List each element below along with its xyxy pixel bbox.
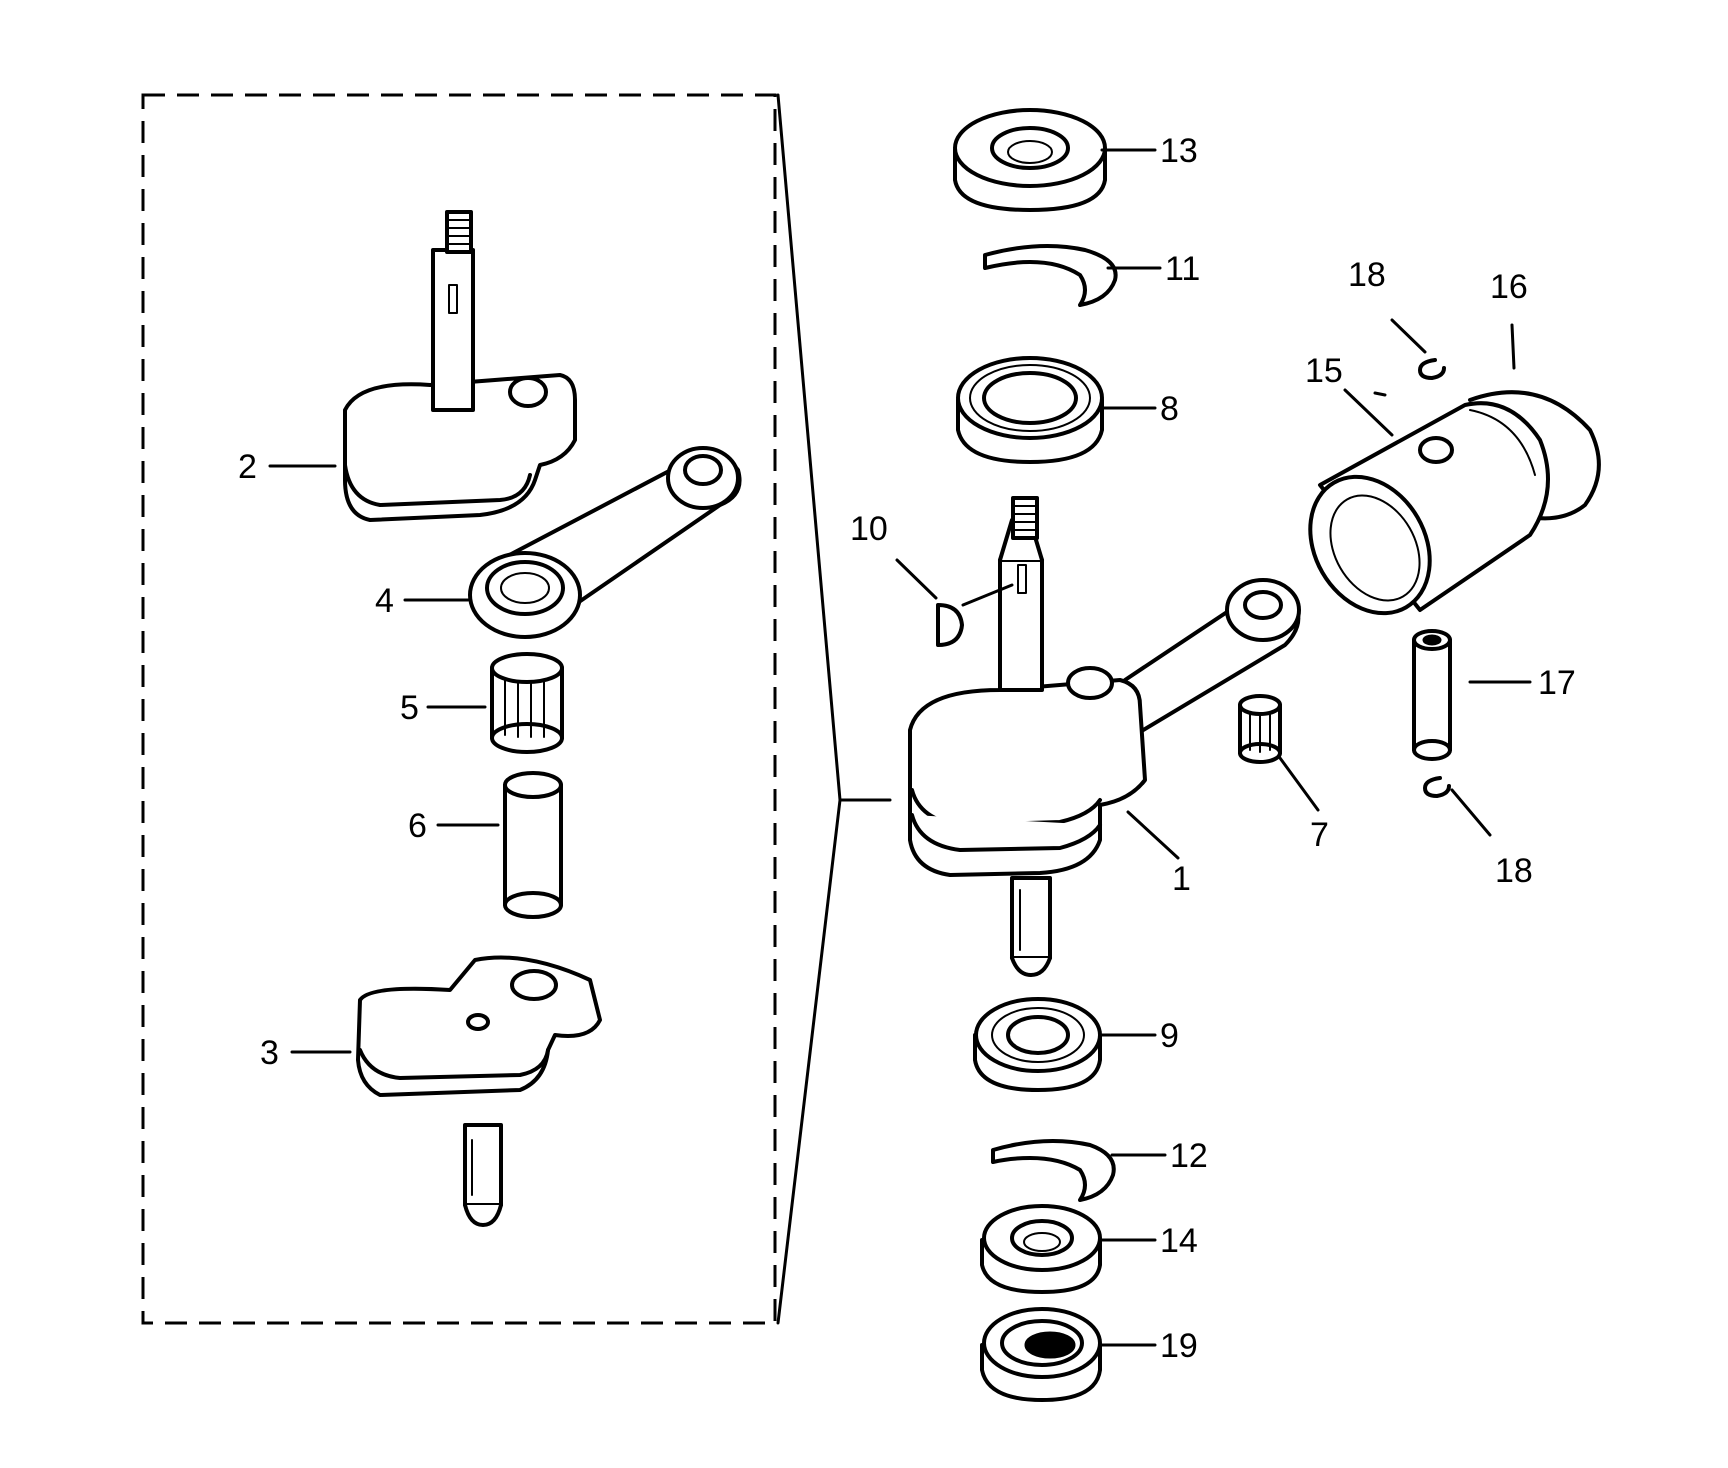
top-seal-part	[953, 108, 1107, 212]
callout-18-upper: 18	[1348, 256, 1386, 294]
upper-ball-bearing-part	[956, 356, 1104, 464]
piston-part	[1308, 390, 1601, 616]
lower-seal-part	[980, 1204, 1102, 1294]
callout-9: 9	[1160, 1017, 1179, 1055]
bottom-bearing-part	[980, 1307, 1102, 1402]
callout-8: 8	[1160, 390, 1179, 428]
callout-14: 14	[1160, 1222, 1198, 1260]
assembled-crankshaft-part	[908, 496, 1301, 977]
callout-15: 15	[1305, 352, 1343, 390]
callout-11: 11	[1165, 250, 1200, 288]
woodruff-key-part	[936, 603, 964, 647]
callout-7: 7	[1310, 816, 1329, 854]
callout-6: 6	[408, 807, 427, 845]
wrist-pin-part	[1412, 629, 1452, 761]
connecting-rod-part	[468, 446, 742, 639]
callout-2: 2	[238, 448, 257, 486]
callout-5: 5	[400, 689, 419, 727]
callout-3: 3	[260, 1034, 279, 1072]
leader-lines	[268, 148, 1532, 1347]
callout-13: 13	[1160, 132, 1198, 170]
lower-ball-bearing-part	[973, 997, 1102, 1092]
upper-clip-part	[1418, 358, 1446, 380]
callout-18-lower: 18	[1495, 852, 1533, 890]
callout-labels: 1 2 3 4 5 6 7 8 9 10 11 12 13 14 15 16 1…	[238, 132, 1576, 1365]
callout-17: 17	[1538, 664, 1576, 702]
callout-12: 12	[1170, 1137, 1208, 1175]
callout-19: 19	[1160, 1327, 1198, 1365]
crank-pin-part	[503, 771, 563, 919]
needle-bearing-part	[490, 652, 564, 754]
upper-crank-half-part	[343, 210, 577, 522]
small-needle-bearing-part	[1238, 694, 1282, 764]
upper-retaining-ring-part	[983, 244, 1118, 307]
lower-crank-half-part	[356, 955, 602, 1227]
callout-1: 1	[1172, 860, 1191, 898]
callout-4: 4	[375, 582, 394, 620]
callout-16: 16	[1490, 268, 1528, 306]
detail-frame	[141, 93, 892, 1325]
callout-10: 10	[850, 510, 888, 548]
lower-clip-part	[1423, 776, 1451, 798]
lower-retaining-ring-part	[991, 1139, 1116, 1202]
